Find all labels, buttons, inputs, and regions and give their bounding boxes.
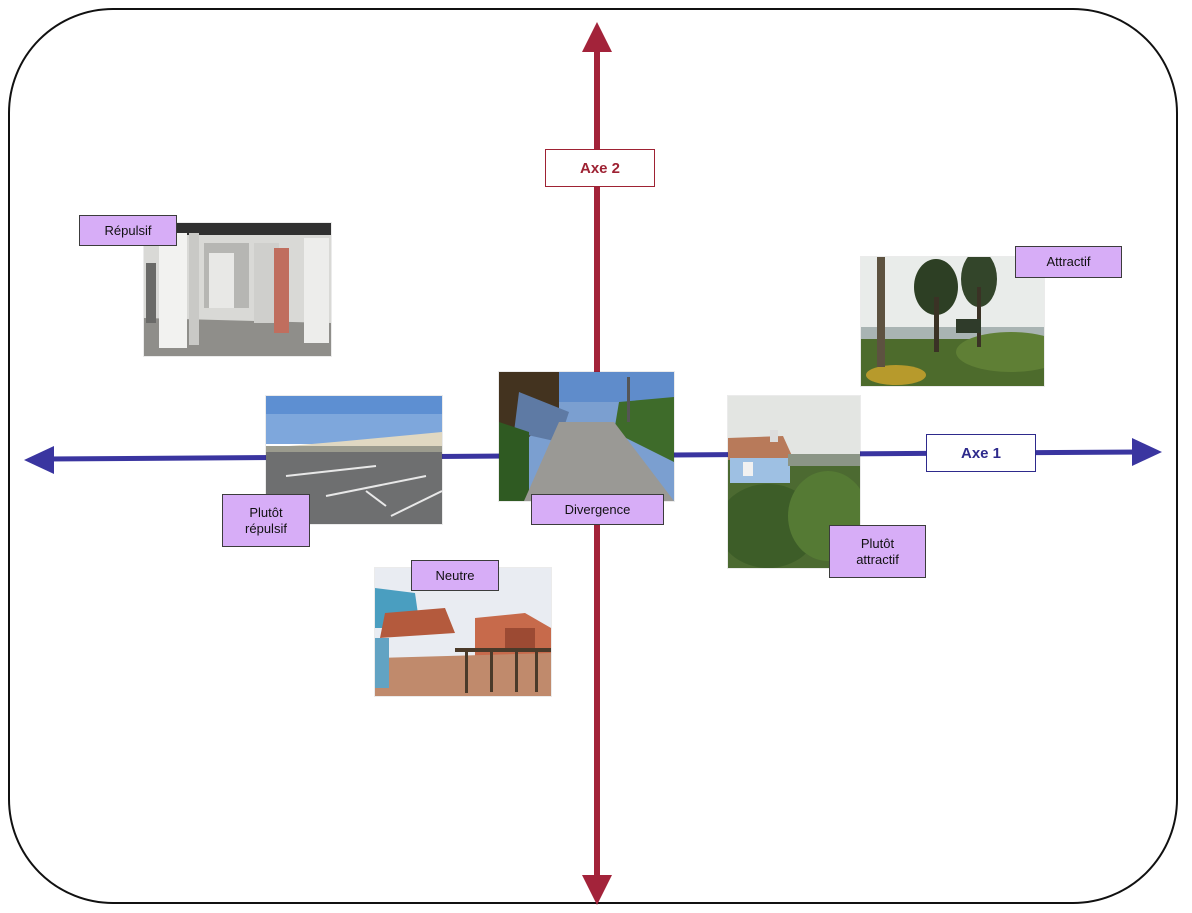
photo-divergence [499, 372, 674, 501]
label-divergence: Divergence [531, 494, 664, 525]
axis-1-label: Axe 1 [926, 434, 1036, 472]
label-plutot-repulsif: Plutôt répulsif [222, 494, 310, 547]
axis-2-arrow-bottom [582, 875, 612, 905]
label-neutre: Neutre [411, 560, 499, 591]
axis-2-label: Axe 2 [545, 149, 655, 187]
label-attractif: Attractif [1015, 246, 1122, 278]
photo-repulsif [144, 223, 331, 356]
label-plutot-attractif: Plutôt attractif [829, 525, 926, 578]
photo-attractif [861, 257, 1044, 386]
axis-1-arrow-right [1132, 438, 1162, 466]
axis-1-arrow-left [24, 446, 54, 474]
label-repulsif: Répulsif [79, 215, 177, 246]
photo-neutre [375, 568, 551, 696]
axis-2-arrow-top [582, 22, 612, 52]
